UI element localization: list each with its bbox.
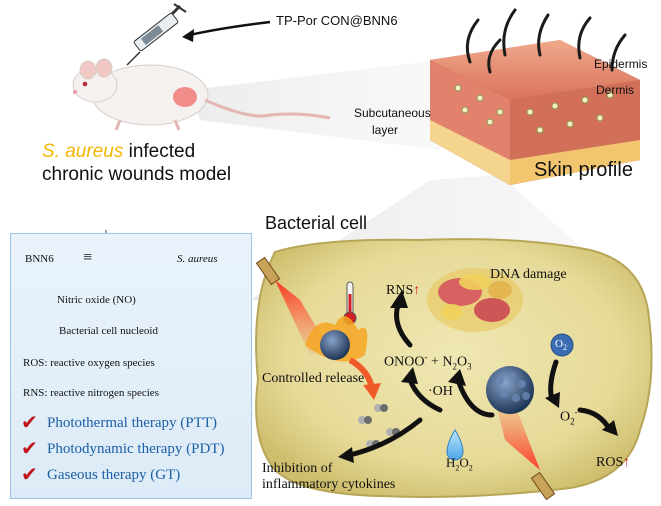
h2o2-label: H2O2 — [446, 456, 473, 473]
bnn6-label: BNN6 — [25, 253, 54, 265]
h2o2-o: O — [459, 455, 469, 470]
model-caption-rest: infected — [123, 141, 196, 162]
superoxide-charge: - — [574, 407, 578, 417]
plus-n-text: + N — [427, 354, 453, 370]
zoom-funnel-mouse-to-skin — [190, 60, 440, 150]
bacterial-cell-title: Bacterial cell — [265, 213, 368, 233]
peroxynitrite-label: ONOO- + N2O3 — [384, 353, 472, 371]
model-caption-line2: chronic wounds model — [42, 164, 232, 185]
up-arrow-icon: ↑ — [623, 455, 631, 470]
o2-sub: 2 — [562, 343, 567, 353]
check-icon: ✔ — [21, 462, 38, 486]
water-drop-icon — [446, 429, 464, 461]
o2-bubble-icon — [550, 333, 574, 357]
model-caption-line1: S. aureus infected — [42, 142, 195, 161]
thermometer-icon — [343, 281, 357, 325]
equiv-symbol: ≡ — [83, 249, 93, 266]
up-arrow-icon: ↑ — [413, 283, 421, 298]
therapy-ptt: Photothermal therapy (PTT) — [47, 415, 217, 431]
reaction-arrows — [347, 302, 613, 458]
subcutaneous-label-line1: Subcutaneous — [354, 106, 431, 120]
injection-arrow — [184, 20, 271, 38]
bacterial-cell-body — [255, 238, 653, 498]
inhibition-label-line1: Inhibition of — [262, 461, 333, 476]
onoo-charge: - — [424, 352, 428, 362]
skin-block-icon — [430, 8, 640, 185]
onoo-text: ONOO — [384, 354, 425, 370]
inhibition-label-line2: inflammatory cytokines — [262, 477, 396, 492]
model-caption-species: S. aureus — [42, 141, 124, 162]
skin-profile-title: Skin profile — [534, 159, 633, 181]
n2o3-o: O — [456, 354, 468, 370]
h2o2-h: H — [446, 455, 456, 470]
ros-text: ROS — [596, 455, 624, 470]
nitric-oxide-label: Nitric oxide (NO) — [57, 294, 136, 306]
n2o3-sub2: 3 — [467, 361, 472, 372]
therapy-pdt: Photodynamic therapy (PDT) — [47, 441, 225, 457]
dermis-label: Dermis — [596, 83, 634, 97]
saureus-label: S. aureus — [177, 253, 218, 265]
flame-nanoparticle-icon — [305, 316, 368, 362]
h2o2-sub1: 2 — [455, 463, 460, 473]
rns-text: RNS — [386, 283, 414, 298]
superoxide-sub: 2 — [570, 416, 575, 427]
superoxide-text: O — [560, 409, 571, 425]
subcutaneous-label-line2: layer — [372, 123, 399, 137]
nanoparticle-icon — [486, 366, 534, 414]
ros-definition: ROS: reactive oxygen species — [23, 357, 155, 369]
rns-label: RNS↑ — [386, 284, 420, 298]
hydroxyl-label: ·OH — [428, 384, 453, 399]
n2o3-sub1: 2 — [452, 361, 457, 372]
mouse-icon — [72, 58, 331, 131]
syringe-icon — [126, 3, 187, 66]
h2o2-sub2: 2 — [468, 463, 473, 473]
epidermis-label: Epidermis — [594, 57, 648, 71]
injection-label: TP-Por CON@BNN6 — [276, 13, 398, 28]
superoxide-label: O2- — [560, 408, 578, 426]
dna-damage-label: DNA damage — [490, 267, 567, 282]
rns-definition: RNS: reactive nitrogen species — [23, 387, 159, 399]
ros-label: ROS↑ — [596, 456, 630, 470]
o2-bubble-label: O2 — [555, 339, 567, 352]
dna-icon — [427, 268, 523, 332]
legend-panel: BNN6 ≡ S. aureus Nitric oxide (NO) Bacte… — [10, 233, 252, 499]
controlled-release-label: Controlled release — [262, 371, 365, 386]
therapy-gt: Gaseous therapy (GT) — [47, 467, 181, 483]
check-icon: ✔ — [21, 436, 38, 460]
nucleoid-label: Bacterial cell nucleoid — [59, 325, 158, 337]
check-icon: ✔ — [21, 410, 38, 434]
o2-text: O — [555, 338, 563, 350]
